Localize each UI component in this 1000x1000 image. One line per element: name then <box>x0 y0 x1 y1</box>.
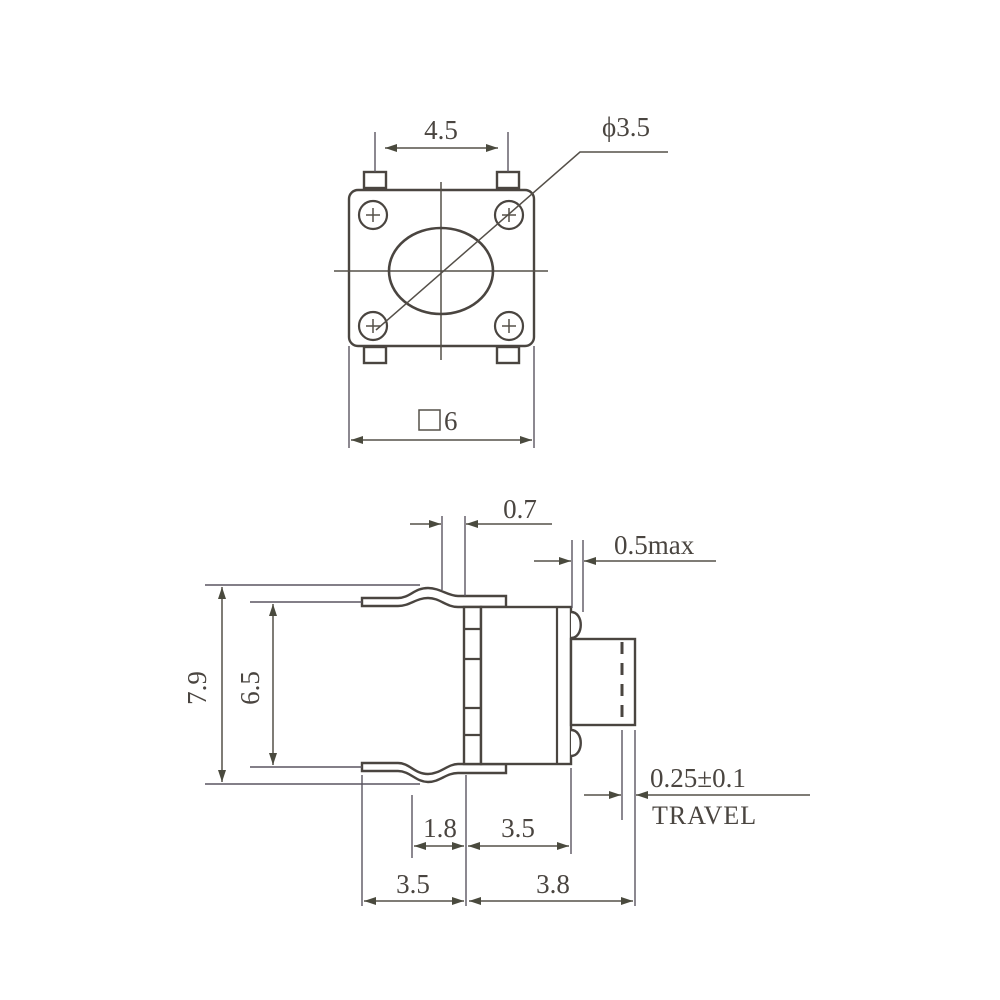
mount-mark-br <box>493 310 525 342</box>
top-view: 4.5 ϕ3.5 6 <box>334 112 668 448</box>
cap-bump-bottom <box>570 728 582 758</box>
dim-travel-label: TRAVEL <box>652 801 757 830</box>
pin-bottom-left <box>362 345 388 365</box>
lead-top <box>360 586 508 609</box>
diameter-leader-line <box>375 151 668 331</box>
pin-top-right <box>495 170 521 190</box>
lead-bottom <box>360 761 508 784</box>
actuator-plunger <box>569 637 637 727</box>
dim-pin-pitch: 4.5 <box>424 115 458 145</box>
actuator-circle <box>387 226 495 316</box>
dim-lead-span: 6.5 <box>235 671 265 705</box>
pin-top-left <box>362 170 388 190</box>
dim-body-depth: 3.5 <box>501 813 535 843</box>
mount-mark-tr <box>493 199 525 231</box>
mount-mark-tl <box>357 199 389 231</box>
side-view: 7.9 6.5 0.7 0.5max 0.25±0.1 TRAVEL 1.8 <box>182 494 810 906</box>
dim-travel-value: 0.25±0.1 <box>650 763 746 793</box>
dim-actuator-diameter: ϕ3.5 <box>602 112 650 142</box>
dim-cap-gap: 0.5max <box>614 530 695 560</box>
cap-bump-top <box>570 610 582 640</box>
pin-bottom-right <box>495 345 521 365</box>
dim-overall-height: 7.9 <box>182 671 212 705</box>
square-symbol-icon <box>418 409 441 431</box>
dim-lead-offset: 1.8 <box>423 813 457 843</box>
dim-lead-thickness: 0.7 <box>503 494 537 524</box>
dim-body-square: 6 <box>444 406 458 436</box>
base-strip <box>462 605 483 766</box>
dim-lead-length: 3.5 <box>396 869 430 899</box>
mount-mark-bl <box>357 310 389 342</box>
dim-actuator-height: 3.8 <box>536 869 570 899</box>
